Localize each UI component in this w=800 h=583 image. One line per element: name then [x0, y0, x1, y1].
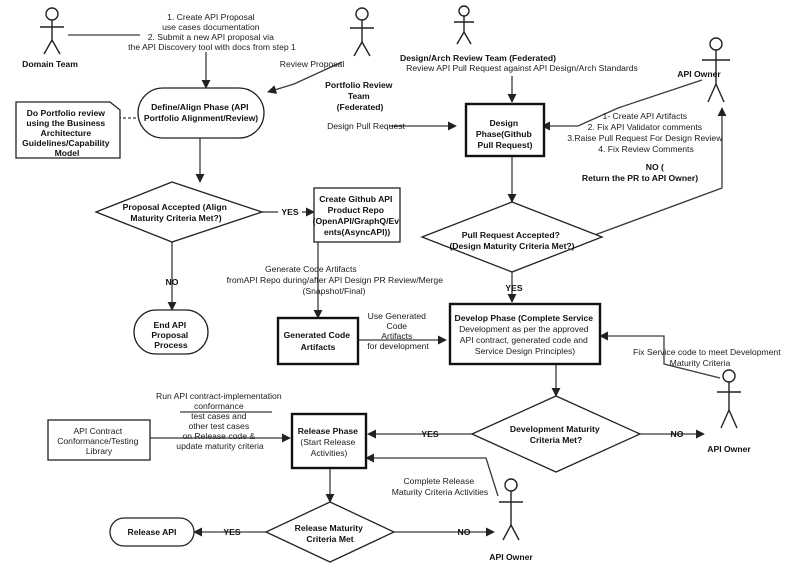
dev-maturity-decision — [470, 395, 642, 473]
define-align-phase-text: Define/Align Phase (API Portfolio Alignm… — [144, 102, 258, 123]
design-phase-text: Design Phase(Github Pull Request) — [476, 118, 534, 150]
portfolio-note-text: Do Portfolio review using the Business A… — [22, 108, 112, 158]
api-owner-bottom-figure-icon — [499, 478, 523, 541]
develop-phase-node — [448, 302, 602, 366]
api-owner-top-label: API Owner — [677, 69, 721, 79]
api-owner-mid-label: API Owner — [707, 444, 751, 454]
gen-code-label: Generate Code Artifacts fromAPI Repo dur… — [227, 264, 446, 296]
design-arch-team-label: Design/Arch Review Team (Federated) — [400, 53, 556, 63]
fix-service-label: Fix Service code to meet Development Mat… — [633, 347, 783, 368]
complete-release-label: Complete Release Maturity Criteria Activ… — [392, 476, 488, 497]
api-owner-bottom-label: API Owner — [489, 552, 533, 562]
generated-artifacts-node — [276, 316, 360, 366]
end-process-text: End API Proposal Process — [151, 320, 190, 350]
design-phase-node — [464, 102, 546, 158]
connectors — [68, 34, 727, 537]
proposal-accepted-decision — [94, 181, 265, 243]
domain-team-label: Domain Team — [22, 59, 78, 69]
domain-team-figure-icon — [40, 7, 64, 55]
use-generated-label: Use Generated Code Artifacts for develop… — [367, 311, 429, 351]
release-maturity-text: Release Maturity Criteria Met — [295, 523, 366, 544]
no-release-label: NO — [458, 527, 471, 537]
step1-label: 1. Create API Proposal use cases documen… — [128, 12, 296, 52]
release-phase-node — [290, 412, 368, 470]
release-api-text: Release API — [128, 527, 177, 537]
yes-pr-label: YES — [505, 283, 522, 293]
yes-dev-label: YES — [421, 429, 438, 439]
review-proposal-label: Review Proposal — [280, 59, 345, 69]
end-process-node — [133, 309, 209, 355]
proposal-accepted-text: Proposal Accepted (Align Maturity Criter… — [123, 202, 230, 223]
run-contract-label: Run API contract-implementation conforma… — [156, 391, 284, 451]
create-repo-node — [313, 187, 401, 243]
conformance-library-text: API Contract Conformance/Testing Library — [57, 426, 141, 456]
pull-request-accepted-text: Pull Request Accepted? (Design Maturity … — [449, 230, 574, 251]
generated-artifacts-text: Generated Code Artifacts — [284, 330, 353, 352]
review-pr-label: Review API Pull Request against API Desi… — [406, 63, 638, 73]
develop-phase-text: Develop Phase (Complete Service Developm… — [455, 313, 596, 356]
owner-steps-label: 1- Create API Artifacts 2. Fix API Valid… — [567, 111, 725, 154]
release-maturity-decision — [264, 501, 396, 563]
no-proposal-label: NO — [166, 277, 179, 287]
pull-request-accepted-decision — [420, 201, 604, 273]
define-align-phase-node — [137, 87, 265, 139]
design-arch-team-figure-icon — [454, 5, 474, 45]
create-repo-text: Create Github API Product Repo (OpenAPI/… — [313, 194, 402, 237]
api-owner-top-figure-icon — [702, 37, 730, 103]
no-dev-label: NO — [671, 429, 684, 439]
design-pull-request-label: Design Pull Request — [327, 121, 405, 131]
dev-maturity-text: Development Maturity Criteria Met? — [510, 424, 602, 445]
conformance-library-node — [47, 419, 151, 461]
portfolio-team-figure-icon — [350, 7, 374, 57]
no-return-label: NO ( Return the PR to API Owner) — [582, 162, 698, 183]
release-api-node — [109, 517, 195, 547]
portfolio-note-node — [15, 101, 121, 159]
release-phase-text: Release Phase (Start Release Activities) — [298, 426, 361, 458]
portfolio-team-label: Portfolio Review Team (Federated) — [325, 80, 395, 112]
yes-release-label: YES — [223, 527, 240, 537]
api-owner-mid-figure-icon — [717, 369, 741, 429]
yes-proposal-label: YES — [281, 207, 298, 217]
